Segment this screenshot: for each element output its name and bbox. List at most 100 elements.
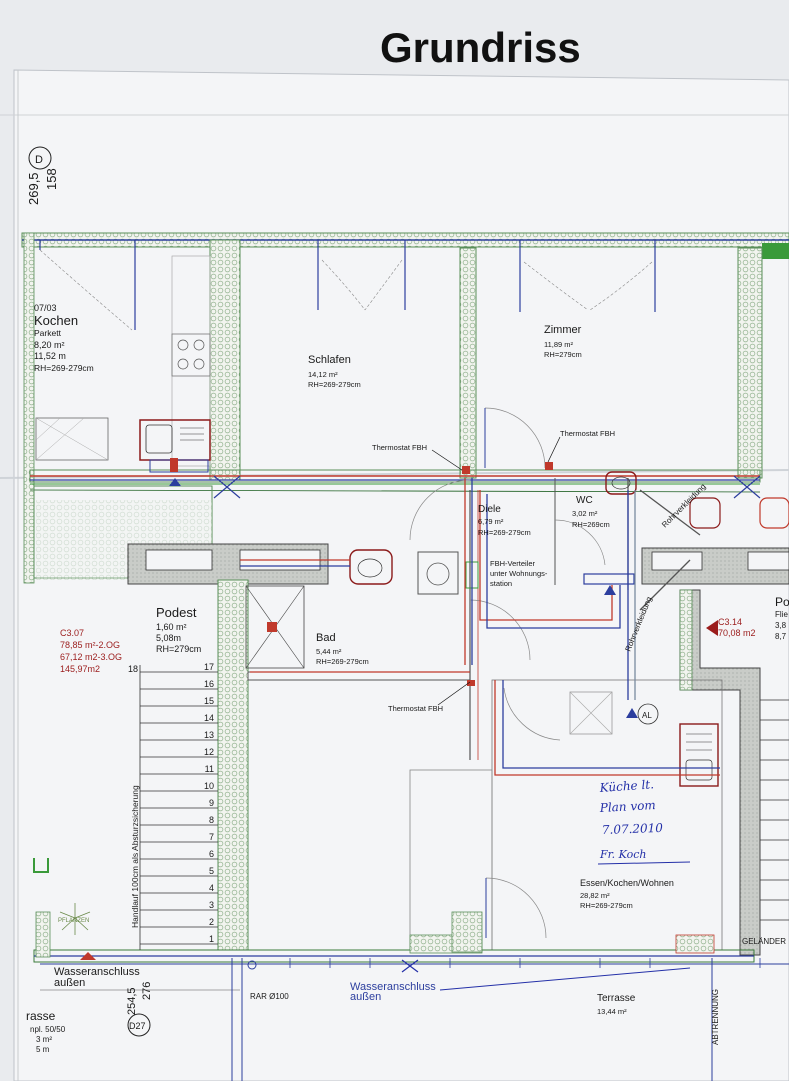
wc-height: RH=269cm [572,520,610,529]
stair-step: 6 [209,849,214,859]
zimmer-name: Zimmer [544,324,582,336]
stair-step: 12 [204,747,214,757]
terrasse-left-line3: 5 m [36,1045,50,1054]
corner-marker-label: D [35,154,43,166]
windows-top [39,240,656,330]
stair-step: 16 [204,679,214,689]
stair-step: 8 [209,815,214,825]
handwritten-line4: Fr. Koch [599,848,646,861]
stair-step: 10 [204,781,214,791]
plant-icon [59,903,91,935]
terrasse-name: Terrasse [597,993,636,1004]
handwritten-line2: Plan vom [598,798,656,815]
stair-step: 5 [209,866,214,876]
unit-c307-line3: 145,97m2 [60,664,100,674]
schlafen-area: 14,12 m² [308,370,338,379]
stair-step: 11 [205,764,214,774]
bad-height: RH=269-279cm [316,657,369,666]
unit-c314-area: 70,08 m2 [718,628,756,638]
stair-step: 2 [209,917,214,927]
diele-name: Diele [478,504,501,515]
unit-c307-line1: 78,85 m²-2.OG [60,640,120,650]
corner-label-b: 158 [44,168,59,190]
stair-right [760,699,789,921]
podest-perimeter: 5,08m [156,633,181,643]
right-room-line2: 3,8 [775,621,787,630]
stair-step: 3 [209,900,214,910]
corner-marker [28,146,52,170]
wall-stair-bad [217,579,249,951]
stair-step: 7 [209,832,214,842]
thermostat-label-2: Thermostat FBH [560,429,615,438]
thermostat-label-1: Thermostat FBH [372,443,427,452]
kitchen-counter [35,417,109,461]
stair-step: 17 [204,662,214,672]
washer [417,551,459,595]
diele-height: RH=269-279cm [478,528,531,537]
corner-bottom-a: 254,5 [126,987,138,1015]
kochen-floor: Parkett [34,328,62,338]
stair-step: 1 [209,934,214,944]
stair-step: 4 [209,883,214,893]
thermostat-label-3: Thermostat FBH [388,704,443,713]
wall-kochen-schlafen [209,239,241,481]
wall-zimmer-right [737,247,763,479]
handwritten-line3: 7.07.2010 [602,821,664,837]
schlafen-name: Schlafen [308,354,351,366]
stair-step: 15 [204,696,214,706]
zimmer-area: 11,89 m² [544,340,574,349]
al-label: AL [642,711,652,720]
right-room-name: Po [775,595,789,609]
kochen-area: 8,20 m² [34,340,65,350]
rar-label: RAR Ø100 [250,992,289,1001]
kochen-code: 07/03 [34,303,57,313]
kochen-perimeter: 11,52 m [34,351,66,361]
corner-bottom-marker-label: D27 [129,1021,146,1031]
corner-bottom-b: 276 [141,982,153,1000]
bath-sink [349,549,393,585]
gelaender-label: GELÄNDER [742,937,786,946]
right-room-line3: 8,7 [775,632,787,641]
essen-area: 28,82 m² [580,891,610,900]
bad-name: Bad [316,632,336,644]
terrasse-left-name: rasse [26,1009,56,1023]
kochen-height: RH=269-279cm [34,363,94,373]
zimmer-height: RH=279cm [544,350,582,359]
diele-area: 6,79 m² [478,517,504,526]
unit-c307-code: C3.07 [60,628,84,638]
schlafen-height: RH=269-279cm [308,380,361,389]
shower [245,585,305,669]
essen-height: RH=269-279cm [580,901,633,910]
kochen-name: Kochen [34,313,78,328]
fbh-verteiler-1: FBH-Verteiler [490,559,536,568]
stair-start-number: 18 [128,664,138,674]
handlauf-label: Handlauf 100cm als Absturzsicherung [130,785,140,928]
corner-bottom-marker [127,1013,151,1037]
wc-area: 3,02 m² [572,509,598,518]
handwritten-line1: Küche lt. [598,777,654,795]
fbh-verteiler-2: unter Wohnungs- [490,569,548,578]
wall-left [23,232,35,584]
wasser-label-2a: Wasseranschluss [350,981,436,993]
podest-name: Podest [156,605,197,620]
wall-schlafen-zimmer [459,247,477,479]
wasser-label-1a: Wasseranschluss [54,966,140,978]
fbh-verteiler-3: station [490,579,512,588]
right-room-line1: Flie [775,610,788,619]
terrasse-left-line2: 3 m² [36,1035,52,1044]
stair-step: 14 [204,713,214,723]
bad-area: 5,44 m² [316,647,342,656]
stair-step: 13 [204,730,214,740]
abtrennung-label: ABTRENNUNG [711,989,720,1045]
pflanzen-label: PFLANZEN [58,918,89,924]
unit-c314-code: C3.14 [718,617,742,627]
sheet-title: Grundriss [380,24,581,71]
podest-height: RH=279cm [156,644,201,654]
wasser-label-1b: außen [54,977,85,989]
terrasse-area: 13,44 m² [597,1007,627,1016]
stair [139,665,218,950]
wasser-label-2b: außen [350,991,381,1003]
handwritten-note: Küche lt. Plan vom 7.07.2010 Fr. Koch [597,777,691,865]
